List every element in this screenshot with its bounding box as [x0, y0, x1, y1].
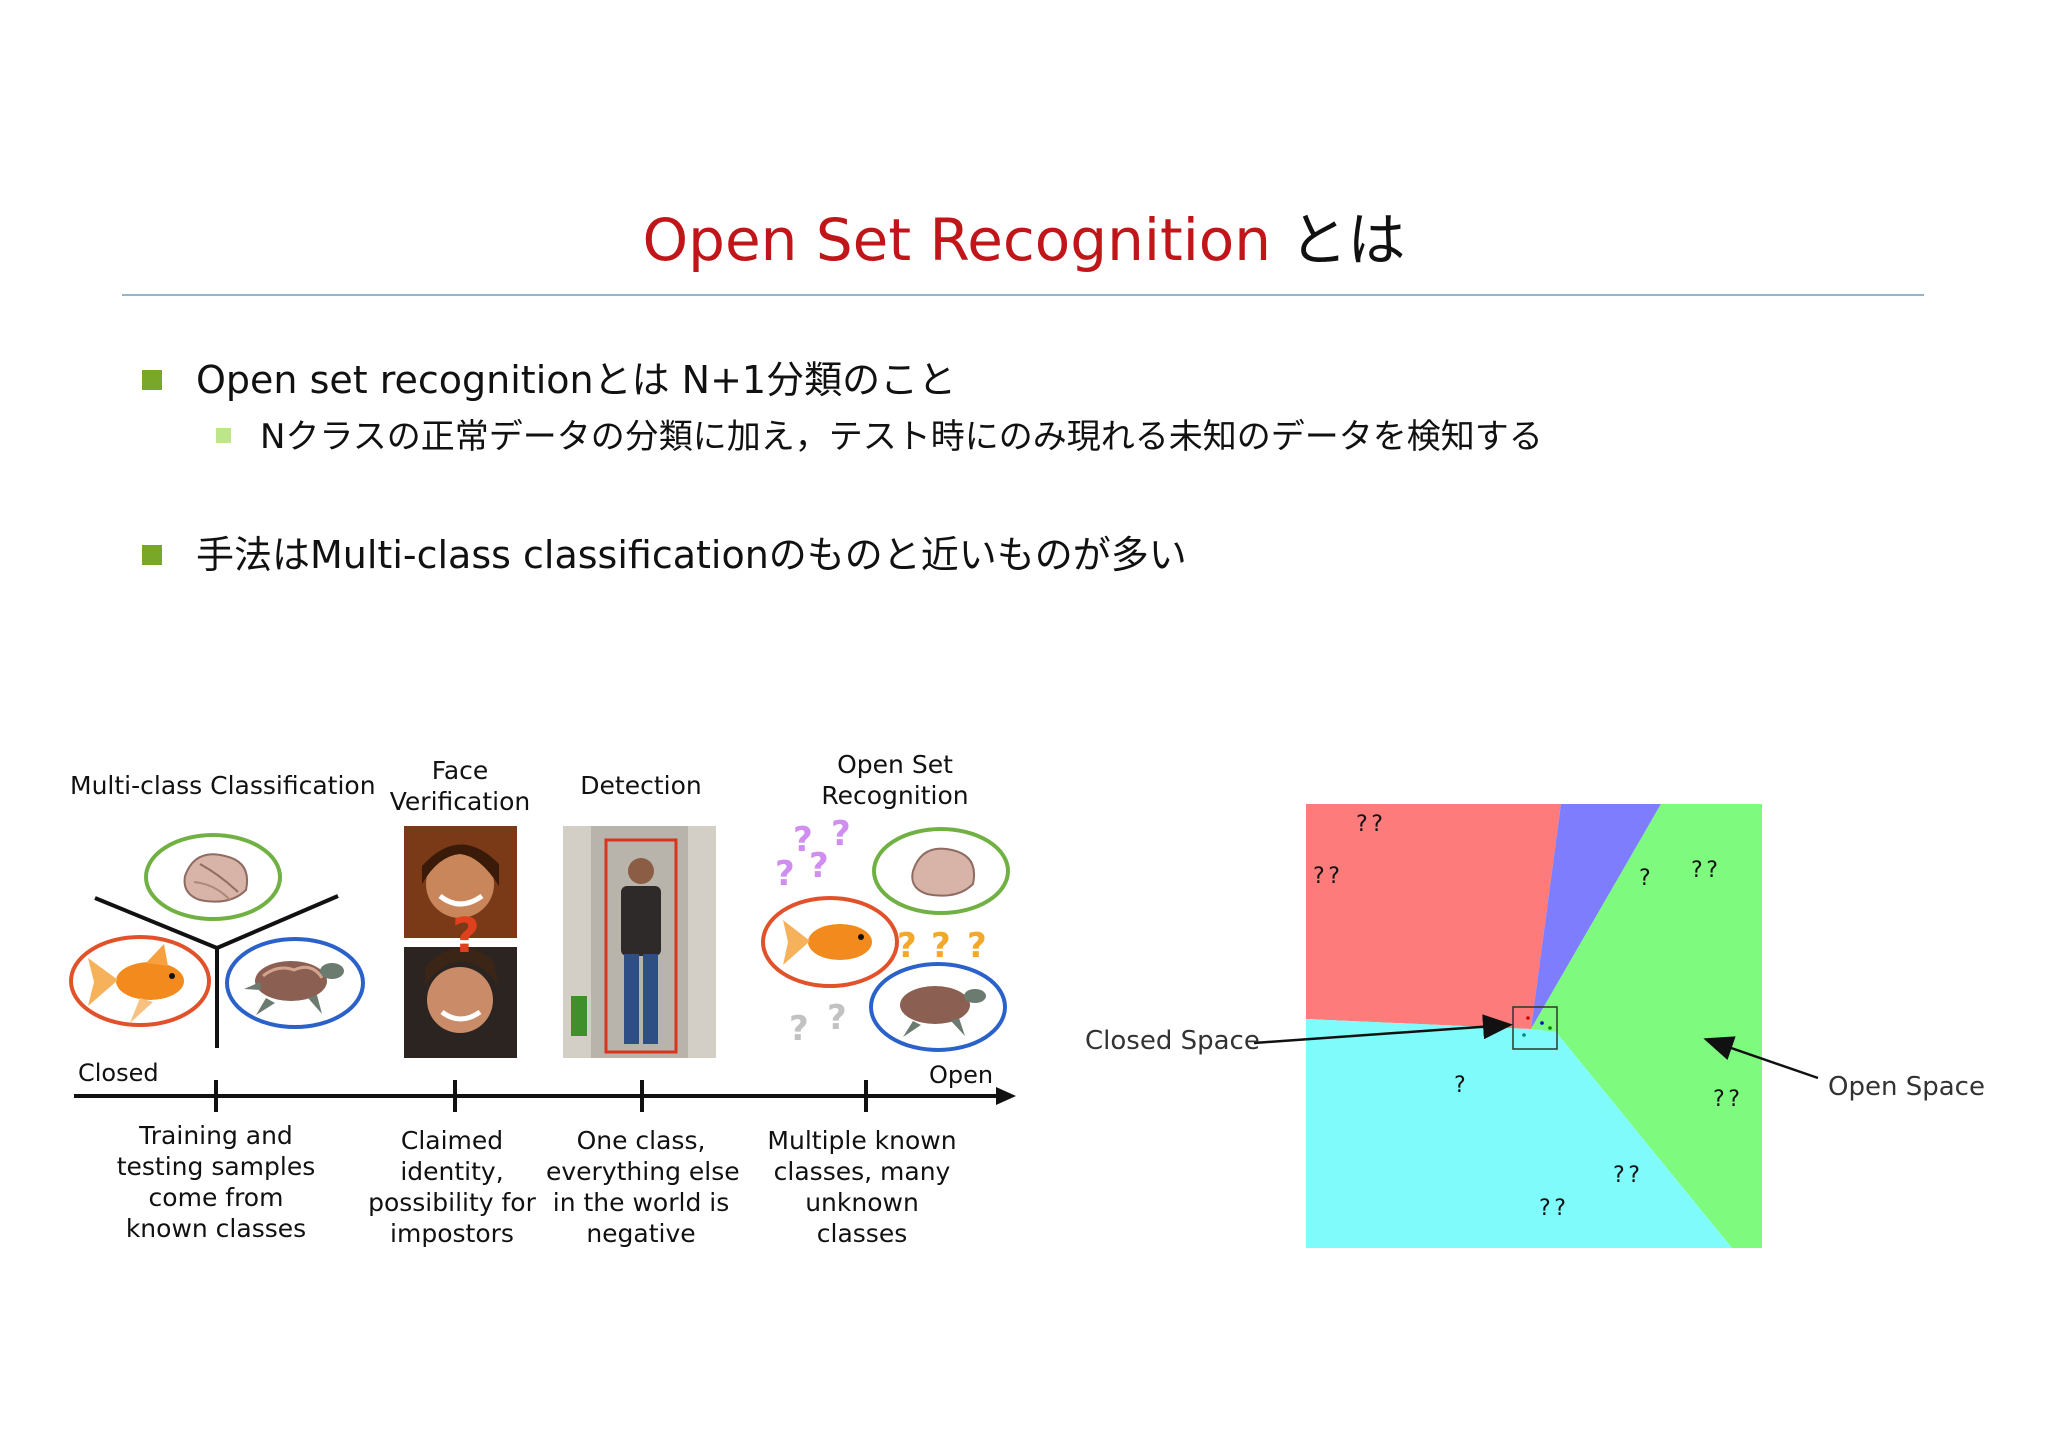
mark-cyan-center: ?: [1453, 1073, 1469, 1098]
desc-open-set: Multiple known classes, many unknown cla…: [767, 1126, 957, 1248]
mark-red-top: ??: [1355, 812, 1386, 837]
mark-blue: ?: [1638, 866, 1654, 891]
bullet-marker: [142, 545, 162, 565]
desc-detection: One class, everything else in the world …: [546, 1126, 740, 1248]
open-set-diagram: ? ? ? ? ? ? ? ? ?: [761, 814, 1010, 1052]
mark-bottom-a: ??: [1612, 1163, 1643, 1188]
title-divider: [122, 294, 1924, 296]
mark-bottom-b: ??: [1538, 1196, 1569, 1221]
svg-text:?: ?: [775, 854, 795, 894]
svg-text:?: ?: [931, 926, 951, 966]
mark-green-right: ??: [1712, 1087, 1743, 1112]
title-main: Open Set Recognition: [642, 206, 1272, 274]
bullet-marker: [216, 428, 231, 443]
heading-detection: Detection: [580, 771, 702, 800]
svg-text:?: ?: [827, 998, 847, 1038]
svg-text:?: ?: [793, 820, 813, 860]
heading-open-set: Open Set Recognition: [821, 750, 969, 810]
cyan-region: [1306, 1019, 1732, 1248]
red-region: [1306, 804, 1561, 1029]
axis-open-label: Open: [929, 1061, 994, 1089]
bullet-text: Open set recognitionとは N+1分類のこと: [196, 358, 957, 402]
heading-multiclass: Multi-class Classification: [70, 771, 376, 800]
mark-green-top: ??: [1690, 858, 1721, 883]
heading-face-verification: Face Verification: [389, 756, 531, 816]
decision-regions: [1306, 804, 1762, 1248]
closed-open-axis: [74, 1080, 1016, 1112]
face-photos: ?: [404, 826, 517, 1058]
title-suffix: とは: [1289, 206, 1406, 274]
bullet-marker: [142, 370, 162, 390]
green-region: [1531, 804, 1762, 1248]
open-space-arrow: [1703, 1036, 1819, 1080]
slide-title: Open Set Recognition とは: [0, 205, 2048, 275]
svg-text:?: ?: [897, 926, 917, 966]
turtle-icon: [244, 961, 344, 1015]
closed-space-arrow: [1253, 1014, 1513, 1045]
axis-closed-label: Closed: [78, 1059, 159, 1087]
bullet-text: 手法はMulti-class classificationのものと近いものが多い: [196, 533, 1187, 577]
svg-text:?: ?: [789, 1009, 809, 1049]
multiclass-diagram: [69, 833, 365, 1048]
desc-multiclass: Training and testing samples come from k…: [116, 1121, 316, 1243]
svg-text:?: ?: [831, 814, 851, 854]
svg-text:?: ?: [967, 926, 987, 966]
bullet-text: Nクラスの正常データの分類に加え，テスト時にのみ現れる未知のデータを検知する: [260, 417, 1543, 457]
goldfish-icon: [88, 944, 184, 1023]
svg-text:?: ?: [809, 846, 829, 886]
mark-red-left: ??: [1312, 864, 1343, 889]
detection-photo: [563, 826, 716, 1058]
question-mark-icon: ?: [452, 908, 480, 964]
closed-space-label: Closed Space: [1085, 1026, 1260, 1056]
seashell-icon: [183, 853, 248, 903]
open-space-label: Open Space: [1828, 1072, 1985, 1102]
desc-face-verification: Claimed identity, possibility for impost…: [368, 1126, 536, 1248]
closed-space-box: [1512, 1006, 1558, 1050]
